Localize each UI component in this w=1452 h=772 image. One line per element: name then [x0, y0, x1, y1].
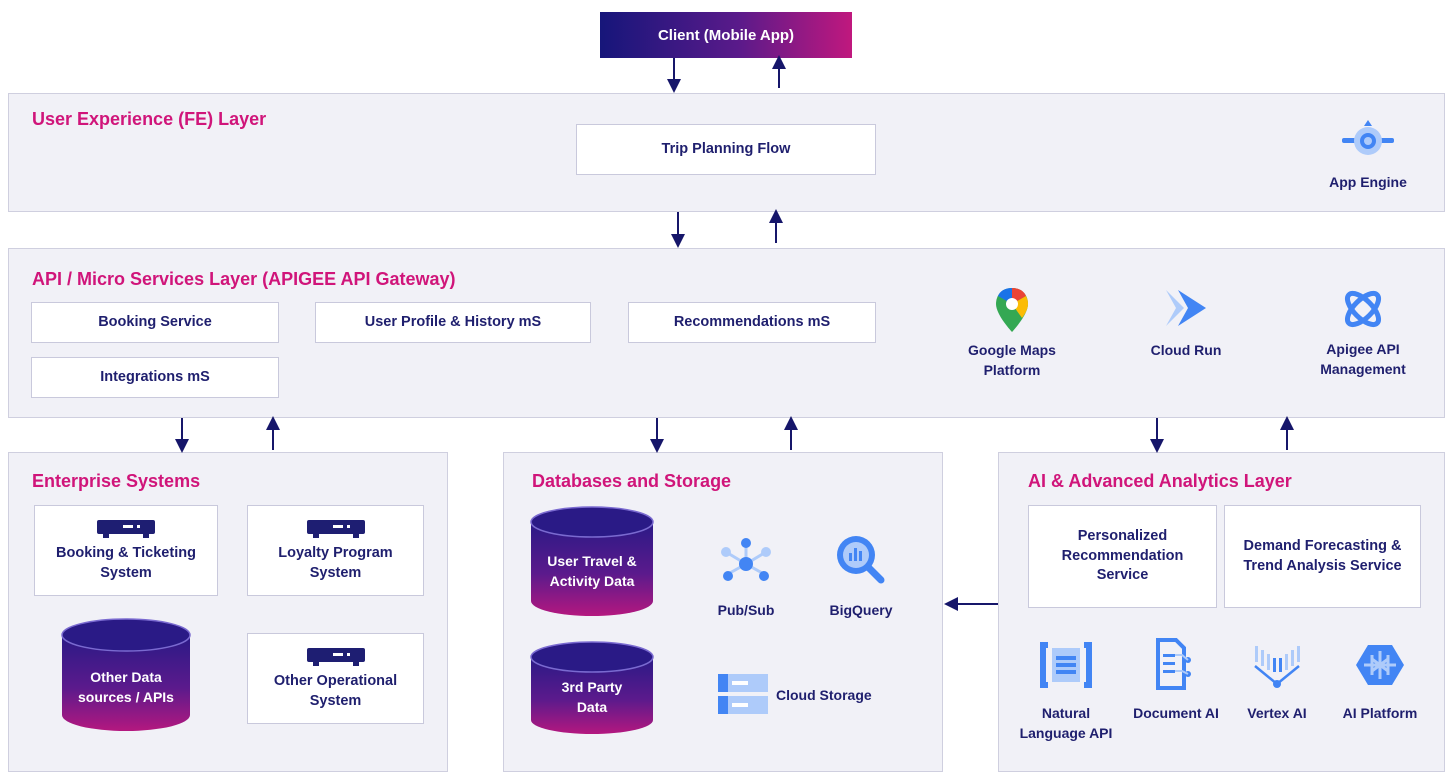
recommendations-service-box: Recommendations mS: [628, 302, 876, 343]
integrations-service-box: Integrations mS: [31, 357, 279, 398]
booking-ticketing-system-label: Booking & Ticketing System: [56, 544, 196, 581]
ai-layer-title: AI & Advanced Analytics Layer: [1028, 471, 1292, 491]
app-engine-icon: [1336, 112, 1400, 168]
third-party-data-label: 3rd Party Data: [561, 679, 623, 715]
user-travel-data-cylinder: User Travel & Activity Data: [529, 505, 655, 618]
ai-platform-label: AI Platform: [1342, 705, 1418, 721]
cloud-run-icon: [1162, 284, 1210, 332]
google-maps-label: Google Maps Platform: [968, 342, 1056, 378]
recommendations-service-label: Recommendations mS: [673, 313, 831, 330]
client-box: Client (Mobile App): [600, 12, 852, 58]
api-layer-title: API / Micro Services Layer (APIGEE API G…: [32, 269, 456, 289]
enterprise-layer-title: Enterprise Systems: [32, 471, 201, 491]
vertex-ai-label: Vertex AI: [1247, 705, 1307, 721]
loyalty-program-system-label: Loyalty Program System: [278, 544, 393, 581]
other-operational-system-label: Other Operational System: [273, 672, 398, 709]
demand-forecasting-label: Demand Forecasting & Trend Analysis Serv…: [1243, 537, 1402, 574]
google-maps-icon: [994, 286, 1030, 334]
bigquery-icon: [834, 533, 886, 585]
other-operational-system-box: Other Operational System: [247, 633, 424, 724]
server-icon: [306, 519, 365, 538]
cloud-storage-label: Cloud Storage: [776, 687, 872, 703]
user-travel-data-label: User Travel & Activity Data: [547, 552, 637, 589]
trip-planning-flow-box: Trip Planning Flow: [576, 124, 876, 175]
server-icon: [97, 519, 155, 538]
natural-language-api-label: Natural Language API: [1019, 705, 1113, 741]
personalized-recommendation-label: Personalized Recommendation Service: [1061, 528, 1184, 584]
user-profile-service-box: User Profile & History mS: [315, 302, 591, 343]
demand-forecasting-box: Demand Forecasting & Trend Analysis Serv…: [1224, 505, 1421, 608]
natural-language-api-icon: [1034, 640, 1098, 690]
other-data-sources-cylinder: Other Data sources / APIs: [60, 617, 192, 732]
databases-layer-title: Databases and Storage: [532, 471, 732, 491]
cloud-storage-icon: [718, 674, 768, 714]
booking-service-box: Booking Service: [31, 302, 279, 343]
document-ai-icon: [1154, 638, 1194, 690]
pubsub-icon: [718, 536, 774, 586]
pubsub-label: Pub/Sub: [717, 602, 775, 618]
vertex-ai-icon: [1252, 640, 1302, 692]
cloud-run-label: Cloud Run: [1150, 342, 1222, 358]
app-engine-label: App Engine: [1329, 174, 1407, 190]
other-data-sources-label: Other Data sources / APIs: [78, 668, 174, 705]
booking-ticketing-system-box: Booking & Ticketing System: [34, 505, 218, 596]
loyalty-program-system-box: Loyalty Program System: [247, 505, 424, 596]
server-icon: [306, 647, 365, 666]
bigquery-label: BigQuery: [829, 602, 893, 618]
personalized-recommendation-box: Personalized Recommendation Service: [1028, 505, 1217, 608]
user-profile-service-label: User Profile & History mS: [364, 313, 542, 330]
integrations-service-label: Integrations mS: [100, 368, 210, 385]
booking-service-label: Booking Service: [98, 313, 212, 330]
document-ai-label: Document AI: [1133, 705, 1219, 721]
client-label: Client (Mobile App): [657, 26, 795, 44]
apigee-icon: [1338, 284, 1388, 334]
trip-planning-flow-label: Trip Planning Flow: [661, 140, 791, 157]
ux-layer-title: User Experience (FE) Layer: [32, 109, 267, 129]
third-party-data-cylinder: 3rd Party Data: [529, 640, 655, 736]
ai-platform-icon: [1354, 641, 1406, 689]
apigee-label: Apigee API Management: [1320, 341, 1406, 377]
